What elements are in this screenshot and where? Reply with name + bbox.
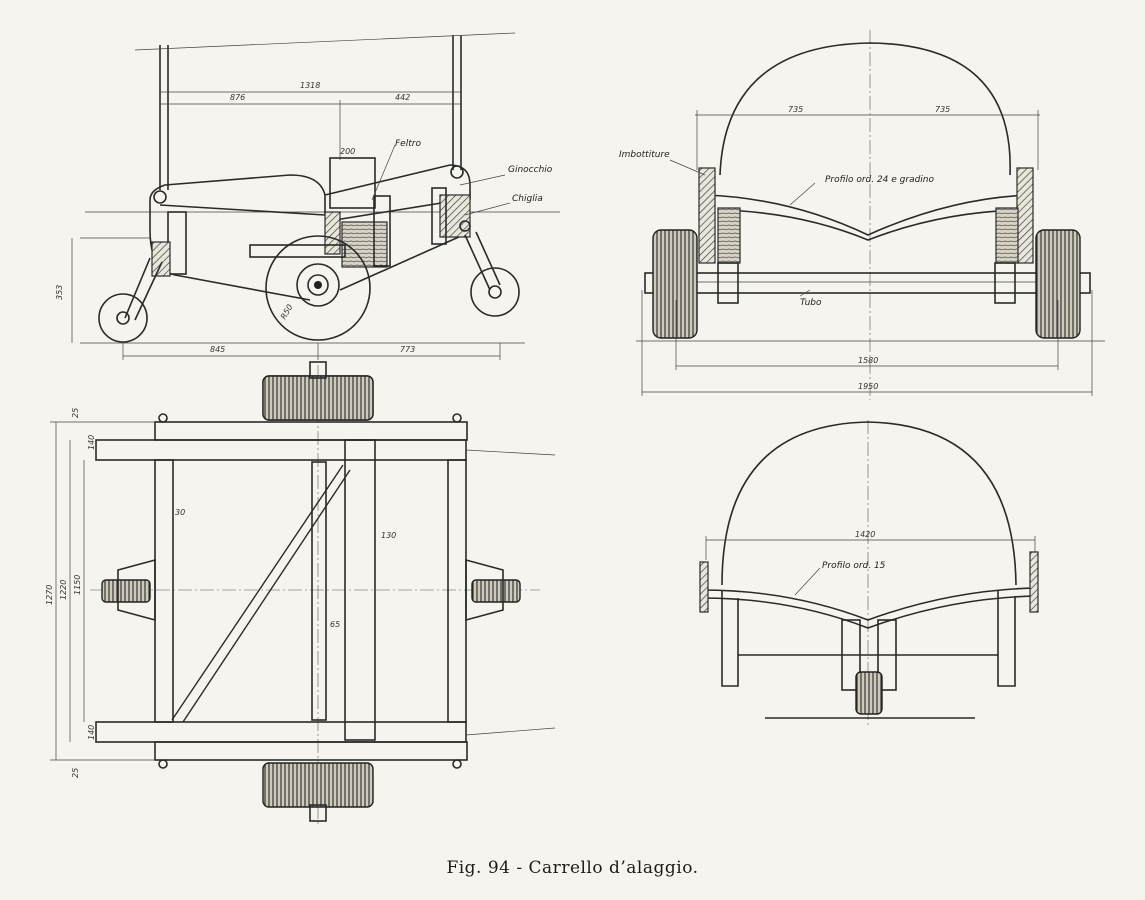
dim-height: 353 (55, 285, 64, 300)
label-profilo-15: Profilo ord. 15 (822, 561, 886, 571)
label-ginocchio: Ginocchio (508, 165, 553, 175)
dim-block: 200 (340, 147, 355, 156)
rear-view: 1420 Profilo ord. 15 (699, 420, 1039, 725)
plan-view: 25 140 1270 1220 1150 140 25 30 130 65 (45, 361, 556, 825)
side-view: 1318 876 442 200 353 R50 845 773 Feltro … (55, 32, 560, 360)
dim-tube: 65 (330, 620, 340, 629)
dim-plan-overall: 1270 (45, 585, 54, 605)
front-view: 735 735 1580 1950 Imbottiture Profilo o (619, 30, 1105, 400)
dim-plan-bay-bottom: 140 (87, 725, 96, 740)
dim-plan-bottom: 25 (71, 768, 80, 778)
dim-right: 442 (395, 93, 410, 102)
dim-overall-width: 1950 (858, 382, 878, 391)
dim-half-right: 735 (935, 105, 950, 114)
label-tubo: Tubo (800, 298, 822, 308)
figure-caption: Fig. 94 - Carrello d’alaggio. (446, 858, 699, 878)
dim-bar-b: 130 (381, 531, 396, 540)
dim-plan-top: 25 (71, 408, 80, 418)
dim-plan-bay-top: 140 (87, 435, 96, 450)
dim-half-left: 735 (788, 105, 803, 114)
label-feltro: Feltro (395, 139, 421, 149)
dim-base-right: 773 (400, 345, 415, 354)
label-imbottiture: Imbottiture (619, 150, 670, 160)
dim-base-left: 845 (210, 345, 225, 354)
dim-rear-width: 1420 (855, 530, 875, 539)
dim-bar-a: 30 (175, 508, 185, 517)
dim-left: 876 (230, 93, 245, 102)
dim-track: 1580 (858, 356, 878, 365)
label-profilo-24: Profilo ord. 24 e gradino (825, 175, 935, 185)
dim-plan-center: 1150 (73, 575, 82, 595)
dim-overall: 1318 (300, 81, 320, 90)
dim-plan-inner: 1220 (59, 580, 68, 600)
dim-radius: R50 (279, 303, 295, 321)
label-chiglia: Chiglia (512, 194, 543, 204)
